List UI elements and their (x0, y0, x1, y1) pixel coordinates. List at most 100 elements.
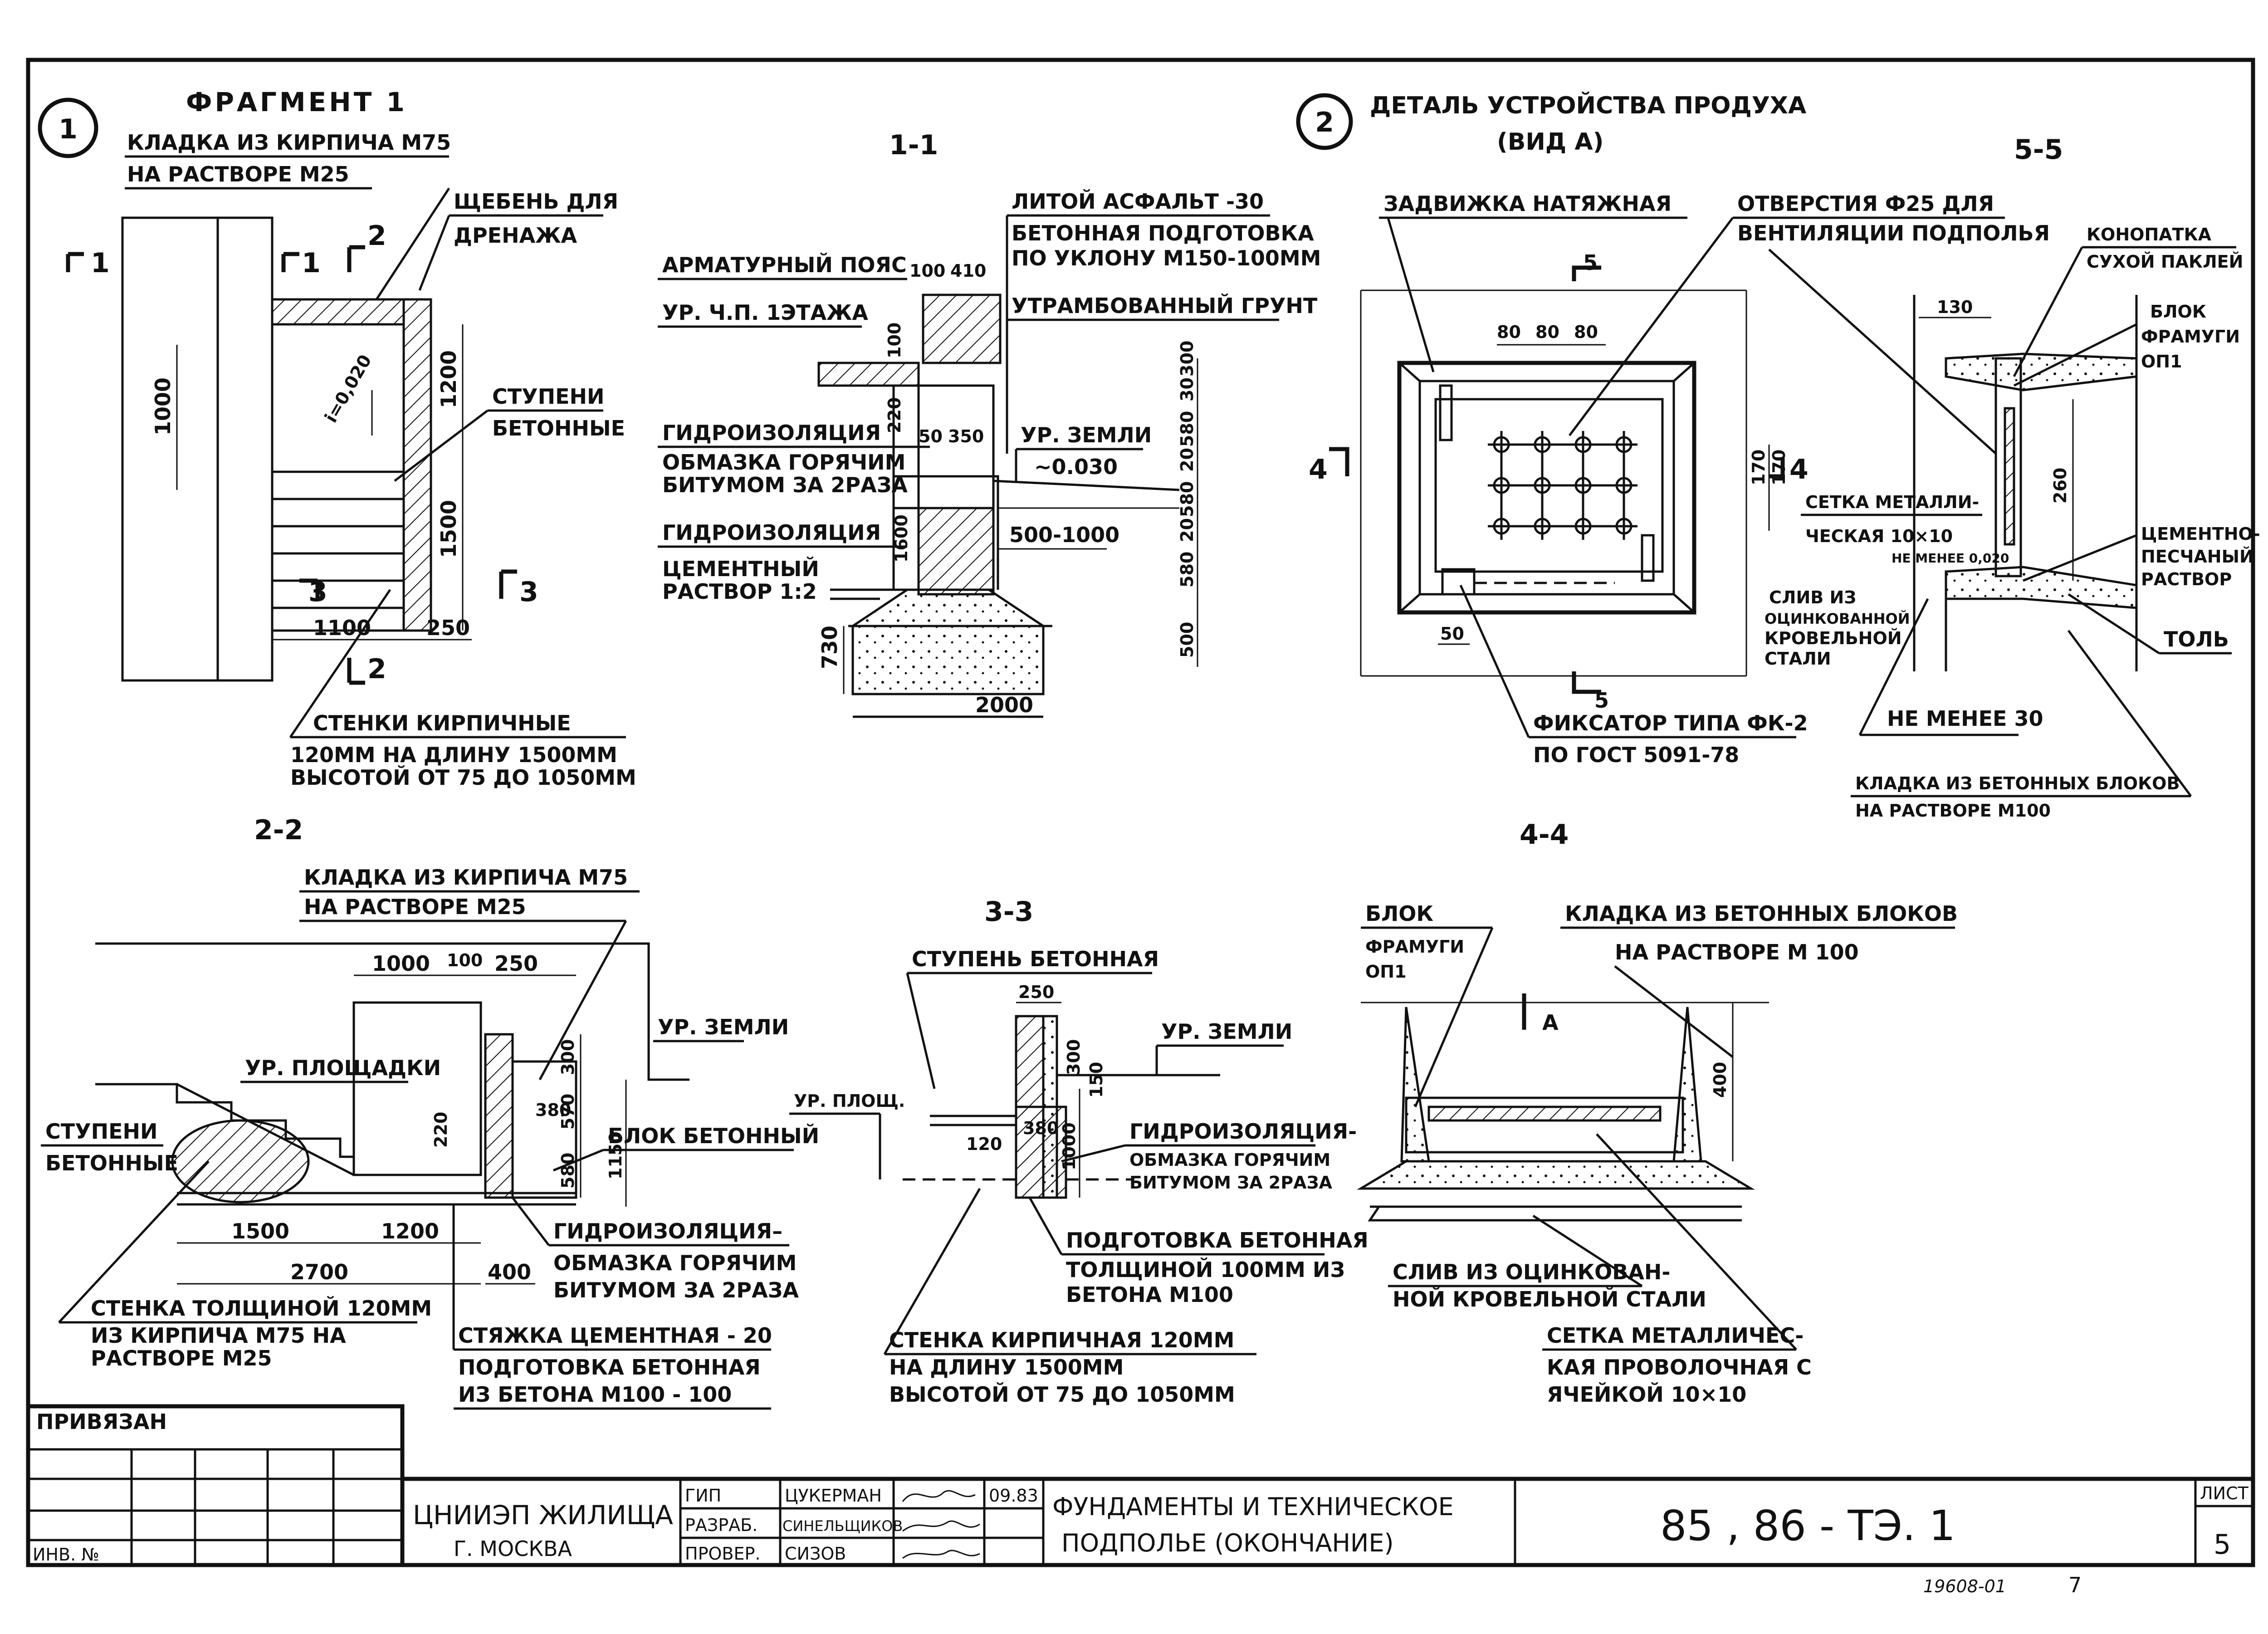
section-1-1-d580c: 580 (1177, 552, 1197, 587)
section-2-2-hydro-1: ГИДРОИЗОЛЯЦИЯ– (553, 1219, 782, 1243)
section-3-3-prep-1: ПОДГОТОВКА БЕТОННАЯ (1066, 1228, 1369, 1252)
fragment-1: 1 ФРАГМЕНТ 1 КЛАДКА ИЗ КИРПИЧА М75 НА РА… (38, 87, 636, 790)
fragment-1-title: ФРАГМЕНТ 1 (186, 87, 407, 117)
section-1-1-title: 1-1 (889, 129, 938, 161)
stamp-gip-name: ЦУКЕРМАН (785, 1486, 882, 1506)
section-2-2-d300: 300 (558, 1039, 578, 1075)
stamp-org-1: ЦНИИЭП ЖИЛИЩА (413, 1500, 673, 1531)
section-1-1-belt-block (922, 294, 1002, 364)
section-5-5: 5-5 КОНОПАТКА СУХОЙ ПАКЛЕЙ БЛОК ФРАМУГИ … (1765, 134, 2260, 821)
fragment-1-gravel-1: ЩЕБЕНЬ ДЛЯ (454, 189, 618, 214)
section-2-2-d220: 220 (431, 1112, 451, 1148)
fragment-1-cut-2b: 2 (367, 653, 386, 685)
fragment-1-brick-mortar: НА РАСТВОРЕ М25 (127, 162, 349, 186)
section-2-2-steps-2: БЕТОННЫЕ (45, 1151, 178, 1175)
stamp-dev: РАЗРАБ. (685, 1515, 758, 1535)
section-1-1-d220: 220 (885, 397, 904, 433)
section-4-4-mesh-1: СЕТКА МЕТАЛЛИЧЕС- (1547, 1323, 1804, 1348)
section-3-3-wall-1: СТЕНКА КИРПИЧНАЯ 120ММ (889, 1328, 1234, 1352)
section-2-2-steps-1: СТУПЕНИ (45, 1119, 158, 1144)
detail-2-fix-2: ПО ГОСТ 5091-78 (1533, 743, 1739, 767)
detail-2-marker-number: 2 (1315, 107, 1334, 138)
fragment-1-slope: i=0,020 (321, 351, 376, 426)
section-1-1-d1600: 1600 (891, 514, 911, 563)
section-3-3-hydro-1: ГИДРОИЗОЛЯЦИЯ- (1129, 1119, 1357, 1144)
fragment-1-walls-3: ВЫСОТОЙ ОТ 75 ДО 1050ММ (290, 765, 636, 790)
section-2-2-wall-1: СТЕНКА ТОЛЩИНОЙ 120ММ (91, 1296, 432, 1321)
stamp-title-2: ПОДПОЛЬЕ (ОКОНЧАНИЕ) (1061, 1529, 1394, 1557)
section-1-1-hydro-2: ОБМАЗКА ГОРЯЧИМ (662, 450, 905, 475)
section-5-5-drain-3: КРОВЕЛЬНОЙ (1765, 628, 1902, 648)
fragment-1-steps-1: СТУПЕНИ (492, 384, 605, 409)
section-3-3-d1000: 1000 (1059, 1122, 1079, 1170)
section-5-5-tar: ТОЛЬ (2164, 627, 2229, 651)
fragment-1-cut-3: 3 (308, 576, 327, 608)
section-1-1-floor: УР. Ч.П. 1ЭТАЖА (662, 300, 868, 325)
section-1-1-d500-1000: 500-1000 (1009, 523, 1119, 547)
fragment-1-dim-1500: 1500 (436, 500, 461, 558)
section-2-2-d1150: 1150 (606, 1131, 626, 1179)
section-5-5-masonry-1: КЛАДКА ИЗ БЕТОННЫХ БЛОКОВ (1855, 773, 2180, 793)
fragment-1-marker (38, 98, 98, 158)
section-2-2-d380: 380 (535, 1100, 571, 1120)
section-3-3-platform: УР. ПЛОЩ. (794, 1091, 905, 1111)
section-5-5-mortar-3: РАСТВОР (2141, 569, 2232, 589)
section-3-3-hydro-3: БИТУМОМ ЗА 2РАЗА (1129, 1173, 1332, 1193)
fragment-1-dim-1100: 1100 (313, 616, 371, 640)
section-2-2-screed-3: ИЗ БЕТОНА М100 - 100 (458, 1382, 732, 1407)
stamp-inv: ИНВ. № (33, 1545, 99, 1565)
section-5-5-d130: 130 (1937, 297, 1973, 317)
section-4-4-drain-1: СЛИВ ИЗ ОЦИНКОВАН- (1393, 1260, 1670, 1284)
section-2-2-pit (352, 1001, 482, 1176)
section-1-1-hydro2-3: РАСТВОР 1:2 (662, 579, 817, 604)
section-3-3-d380: 380 (1023, 1118, 1059, 1138)
section-5-5-caulk-2: СУХОЙ ПАКЛЕЙ (2087, 252, 2243, 272)
section-1-1-d50: 50 (919, 426, 943, 446)
detail-2-valve-plate (1434, 398, 1664, 573)
section-4-4-mesh-3: ЯЧЕЙКОЙ 10×10 (1547, 1382, 1746, 1407)
stamp-sheet-no: 5 (2214, 1529, 2231, 1561)
sheet-frame (26, 58, 2255, 1567)
stamp-chk: ПРОВЕР. (685, 1544, 760, 1564)
section-5-5-mortar-2: ПЕСЧАНЫЙ (2141, 547, 2254, 567)
section-1-1-d730: 730 (817, 626, 842, 669)
section-2-2-screed-2: ПОДГОТОВКА БЕТОННАЯ (458, 1355, 761, 1380)
section-1-1-d100b: 100 (885, 323, 904, 358)
section-2-2-platform: УР. ПЛОЩАДКИ (245, 1056, 441, 1080)
section-1-1-belt: АРМАТУРНЫЙ ПОЯС (662, 253, 907, 277)
section-5-5-block-2: ФРАМУГИ (2141, 327, 2240, 347)
detail-2-d80b: 80 (1535, 322, 1559, 342)
section-2-2: 2-2 КЛАДКА ИЗ КИРПИЧА М75 НА РАСТВОРЕ М2… (41, 814, 819, 1410)
section-3-3-ground: УР. ЗЕМЛИ (1161, 1019, 1292, 1044)
detail-2-holes-1: ОТВЕРСТИЯ Ф25 ДЛЯ (1737, 191, 1994, 216)
section-4-4-block-3: ОП1 (1365, 962, 1407, 982)
section-4-4-view: А (1542, 1010, 1559, 1035)
signature-gip (902, 1490, 976, 1502)
section-1-1-asphalt: ЛИТОЙ АСФАЛЬТ -30 (1012, 189, 1264, 214)
section-1-1: 1-1 ЛИТОЙ АСФАЛЬТ -30 БЕТОННАЯ ПОДГОТОВК… (658, 129, 1321, 718)
section-5-5-mortar-1: ЦЕМЕНТНО- (2141, 524, 2260, 544)
section-1-1-prep-1: БЕТОННАЯ ПОДГОТОВКА (1012, 221, 1314, 245)
section-1-1-d580b: 580 (1177, 481, 1197, 517)
section-3-3-d120: 120 (966, 1134, 1002, 1154)
fragment-1-dim-1000: 1000 (151, 377, 175, 435)
stamp-gip: ГИП (685, 1486, 721, 1506)
section-5-5-drain-1: СЛИВ ИЗ (1769, 587, 1856, 607)
section-3-3-prep-3: БЕТОНА М100 (1066, 1282, 1233, 1307)
detail-2-fix-1: ФИКСАТОР ТИПА ФК-2 (1533, 711, 1808, 735)
detail-2-cut-5: 5 (1583, 250, 1598, 275)
section-2-2-wall-3: РАСТВОРЕ М25 (91, 1346, 272, 1370)
section-1-1-hydro-3: БИТУМОМ ЗА 2РАЗА (662, 473, 908, 497)
fragment-1-cut-1: 1 (91, 247, 110, 279)
section-3-3-prep-2: ТОЛЩИНОЙ 100ММ ИЗ (1066, 1257, 1345, 1282)
section-2-2-block: БЛОК БЕТОННЫЙ (608, 1124, 819, 1148)
detail-2-d50: 50 (1440, 624, 1464, 644)
stamp-org-2: Г. МОСКВА (454, 1536, 572, 1561)
detail-2-cut-4: 4 (1309, 454, 1328, 485)
stamp-sheet-label: ЛИСТ (2200, 1483, 2249, 1503)
section-2-2-ground: УР. ЗЕМЛИ (658, 1015, 789, 1039)
detail-2-valve: ЗАДВИЖКА НАТЯЖНАЯ (1383, 191, 1672, 216)
section-1-1-hydro2-2: ЦЕМЕНТНЫЙ (662, 557, 819, 581)
section-4-4-block-2: ФРАМУГИ (1365, 937, 1464, 957)
section-5-5-min-a: НЕ МЕНЕЕ 0,020 (1892, 551, 2009, 566)
